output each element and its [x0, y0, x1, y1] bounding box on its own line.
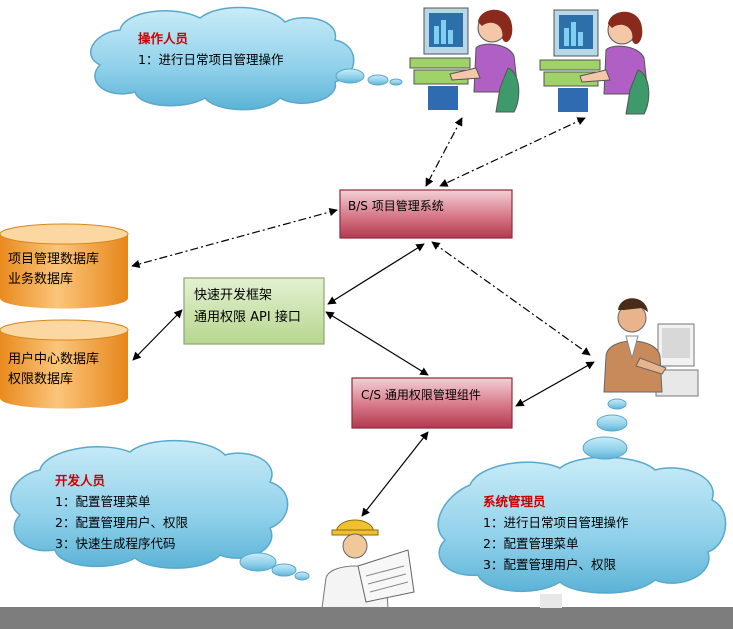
developers-item: 3：快速生成程序代码 [55, 536, 176, 551]
connector-bs-framework [327, 243, 425, 305]
project-db-line1: 项目管理数据库 [8, 252, 100, 267]
sysadmin-item: 2：配置管理菜单 [483, 536, 579, 551]
user-database [0, 319, 129, 409]
bs-system-box [339, 189, 513, 239]
connector-bs-projectdb [131, 207, 338, 269]
connector-cs-developer [361, 431, 429, 517]
operators-title: 操作人员 [138, 31, 189, 46]
operators-cloud [90, 6, 403, 111]
project-database [0, 223, 129, 309]
operators-item: 1：进行日常项目管理操作 [138, 52, 284, 67]
connector-user2-bs [439, 117, 586, 187]
sysadmin-title: 系统管理员 [483, 494, 546, 509]
sysadmin-person-icon [603, 298, 699, 397]
cs-component-box [351, 377, 513, 429]
connector-framework-userdb [132, 309, 183, 361]
operator-computer-icon-2 [539, 9, 650, 115]
connector-bs-admin [431, 241, 591, 356]
sysadmin-text: 系统管理员 1：进行日常项目管理操作 2：配置管理菜单 3：配置管理用户、权限 [483, 491, 628, 575]
framework-box [183, 277, 325, 345]
operators-text: 操作人员 1：进行日常项目管理操作 [138, 28, 283, 70]
cs-component-label: C/S 通用权限管理组件 [361, 388, 481, 402]
developers-text: 开发人员 1：配置管理菜单 2：配置管理用户、权限 3：快速生成程序代码 [55, 470, 188, 554]
connector-user1-bs [425, 117, 463, 187]
developers-item: 2：配置管理用户、权限 [55, 515, 188, 530]
developers-cloud [9, 439, 310, 581]
connector-framework-cs [325, 311, 429, 376]
developers-title: 开发人员 [55, 473, 106, 488]
developers-item: 1：配置管理菜单 [55, 494, 151, 509]
connector-cs-admin [515, 361, 595, 407]
sysadmin-cloud [437, 398, 727, 594]
user-db-line1: 用户中心数据库 [8, 352, 100, 367]
framework-label: 快速开发框架 通用权限 API 接口 [194, 285, 301, 329]
sysadmin-item: 3：配置管理用户、权限 [483, 557, 616, 572]
project-db-line2: 业务数据库 [8, 272, 74, 287]
sysadmin-item: 1：进行日常项目管理操作 [483, 515, 629, 530]
framework-line2: 通用权限 API 接口 [194, 310, 301, 325]
developer-person-icon [321, 519, 415, 609]
framework-line1: 快速开发框架 [194, 288, 273, 303]
user-db-line2: 权限数据库 [8, 372, 74, 387]
footer-band [0, 607, 733, 629]
user-db-label: 用户中心数据库 权限数据库 [8, 350, 99, 390]
bs-system-label: B/S 项目管理系统 [348, 199, 444, 213]
operator-computer-icon [409, 7, 520, 113]
project-db-label: 项目管理数据库 业务数据库 [8, 250, 99, 290]
